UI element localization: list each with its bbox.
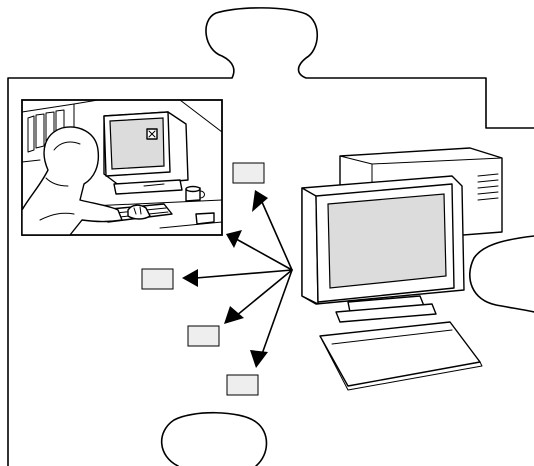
- callout-box-2: [142, 269, 173, 289]
- inset-monitor: [104, 112, 188, 194]
- arrow-icon: [250, 350, 268, 368]
- user-at-computer-inset: [22, 100, 222, 235]
- callout-box-1: [233, 163, 264, 183]
- arrow-icon: [226, 230, 242, 248]
- callout-box-4: [227, 375, 258, 395]
- arrow-icon: [182, 269, 198, 287]
- main-monitor: [302, 176, 464, 322]
- main-keyboard: [320, 322, 482, 390]
- arrow-icon: [224, 306, 244, 324]
- callout-box-3: [188, 326, 219, 346]
- desktop-computer: [302, 148, 502, 390]
